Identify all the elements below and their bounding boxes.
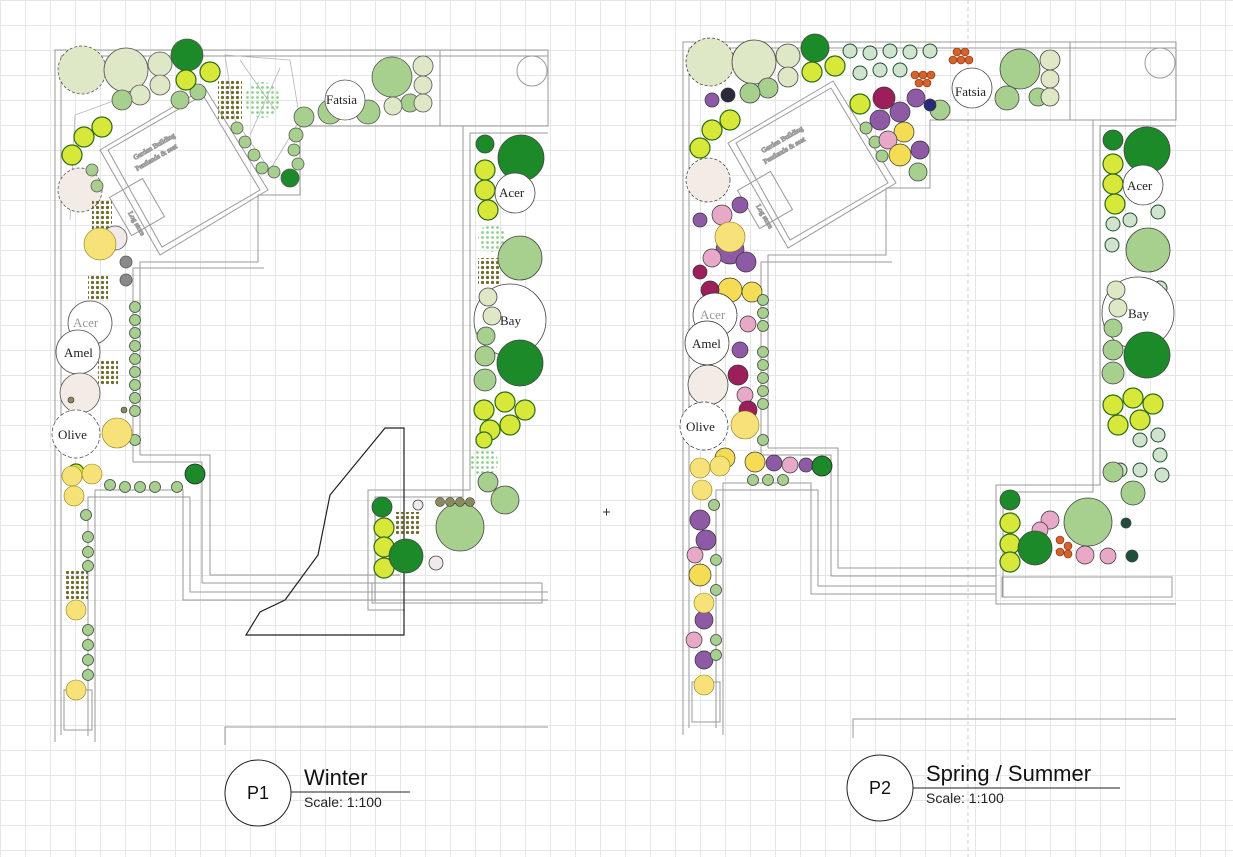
label-acer-right-p2: Acer xyxy=(1127,178,1153,193)
cursor-crosshair xyxy=(603,508,610,516)
car-outline xyxy=(244,427,405,636)
planting-top-p2 xyxy=(685,33,1061,182)
edge-shrubs xyxy=(67,396,475,507)
title-block-p1: P1 Winter Scale: 1:100 xyxy=(224,759,410,827)
label-olive-p2: Olive xyxy=(686,419,715,434)
shrub-dark xyxy=(184,463,206,485)
label-bay-p2: Bay xyxy=(1128,306,1149,321)
fern-clusters-p2 xyxy=(842,43,1170,483)
hedge-left xyxy=(80,301,183,681)
garden-building: Garden Building Pentlands & seat Log sto… xyxy=(99,87,269,256)
garden-building-p2: Garden Building Pentlands & seat Log sto… xyxy=(727,80,897,249)
label-amel: Amel xyxy=(64,345,93,360)
hedge-left-p2 xyxy=(708,294,789,661)
flower-beds-p2 xyxy=(679,86,1117,670)
label-acer-left: Acer xyxy=(73,315,99,330)
plan-title-p2: Spring / Summer xyxy=(926,761,1091,786)
label-acer-right: Acer xyxy=(499,185,525,200)
label-acer-left-p2: Acer xyxy=(700,307,726,322)
label-amel-p2: Amel xyxy=(692,336,721,351)
planting-top xyxy=(57,38,434,188)
plan-title-p1: Winter xyxy=(304,765,368,790)
planting-right xyxy=(371,134,547,574)
plan-scale-p1: Scale: 1:100 xyxy=(304,794,382,810)
star-plants xyxy=(61,227,133,701)
label-olive: Olive xyxy=(58,427,87,442)
yellow-grass-p2 xyxy=(689,55,1164,573)
star-plants-p2 xyxy=(689,221,760,696)
planting-left xyxy=(51,163,133,600)
plan-badge-p2: P2 xyxy=(869,778,891,798)
plan-badge-p1: P1 xyxy=(247,783,269,803)
shrub-dark-p2 xyxy=(811,455,833,477)
garden-boundary xyxy=(54,49,549,745)
plan-scale-p2: Scale: 1:100 xyxy=(926,790,1004,806)
garden-boundary-p2 xyxy=(682,41,1177,738)
label-bay: Bay xyxy=(500,313,521,328)
label-fatsia-p2: Fatsia xyxy=(955,84,986,99)
planting-right-p2 xyxy=(999,126,1175,566)
title-block-p2: P2 Spring / Summer Scale: 1:100 xyxy=(846,754,1120,822)
yellow-grass-clusters xyxy=(61,61,536,579)
orange-flowers-p2 xyxy=(910,47,1073,559)
plan-winter: Garden Building Pentlands & seat Log sto… xyxy=(51,38,549,827)
label-fatsia: Fatsia xyxy=(326,92,357,107)
plan-spring-summer: Garden Building Pentlands & seat Log sto… xyxy=(679,33,1177,822)
